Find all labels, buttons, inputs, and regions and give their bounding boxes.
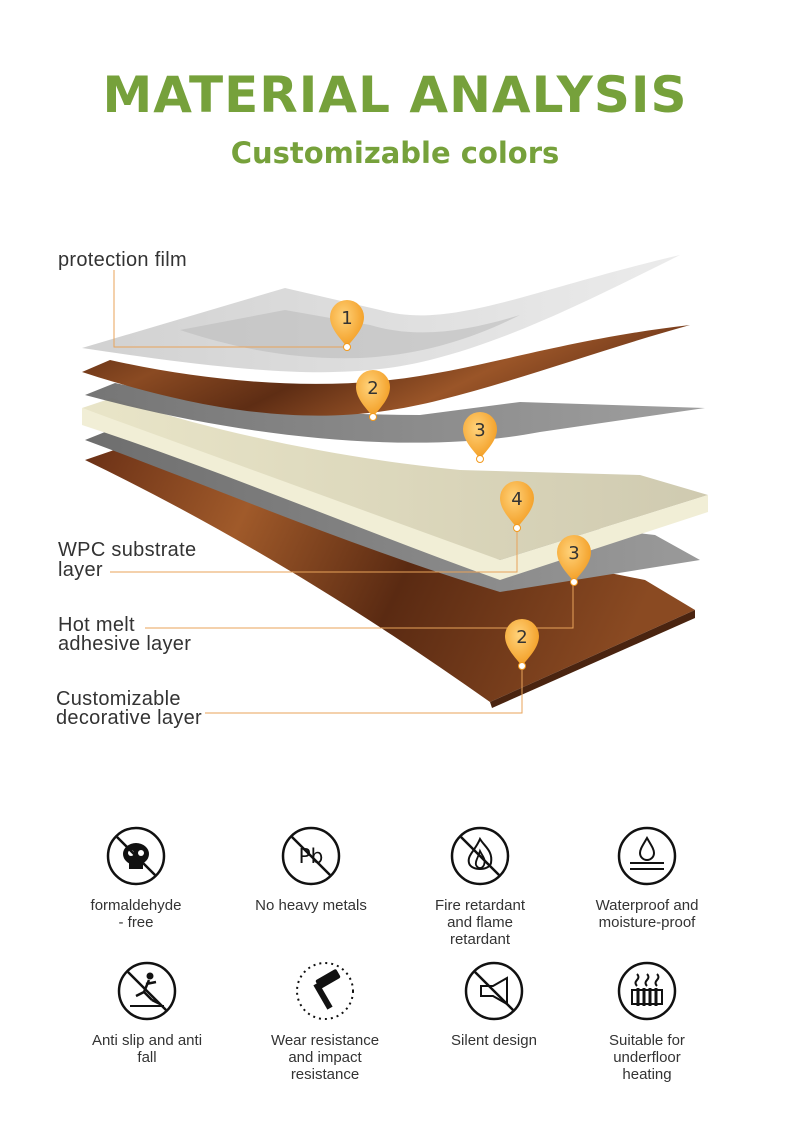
label-protection-film: protection film: [58, 249, 187, 271]
waterproof-icon: [617, 826, 677, 886]
label-wpc-line2: layer: [58, 559, 103, 581]
feature-waterproof: Waterproof and moisture-proof: [562, 825, 732, 931]
svg-text:3: 3: [568, 543, 579, 564]
feature-label: Waterproof and moisture-proof: [595, 897, 699, 931]
feature-formaldehyde-free: formaldehyde - free: [51, 825, 221, 931]
feature-label: Wear resistance and impact resistance: [270, 1032, 380, 1083]
label-decor-line2: decorative layer: [56, 707, 202, 729]
feature-wear-resistance: Wear resistance and impact resistance: [240, 960, 410, 1083]
feature-label: formaldehyde - free: [90, 897, 182, 931]
page-subtitle: Customizable colors: [230, 136, 560, 170]
pin-4: 4: [500, 481, 534, 532]
silent-design-icon: [464, 961, 524, 1021]
feature-label: Suitable for underfloor heating: [609, 1032, 685, 1083]
decorative-layer: [85, 448, 695, 702]
upper-grey-layer: [85, 383, 705, 443]
feature-label: Anti slip and anti fall: [91, 1032, 203, 1066]
pin-2b: 2: [505, 619, 539, 670]
anti-slip-icon: [117, 961, 177, 1021]
pin-2: 2: [356, 370, 390, 421]
pin-3b: 3: [557, 535, 591, 586]
pin-1: 1: [330, 300, 364, 351]
label-hotmelt-line2: adhesive layer: [58, 633, 192, 655]
svg-text:3: 3: [474, 420, 485, 441]
no-heavy-metals-icon: Pb: [281, 826, 341, 886]
feature-fire-retardant: Fire retardant and flame retardant: [395, 825, 565, 948]
feature-label: Fire retardant and flame retardant: [434, 897, 526, 948]
no-formaldehyde-icon: [106, 826, 166, 886]
wpc-substrate: [82, 398, 708, 560]
leader-lines: [110, 270, 574, 714]
feature-label: Silent design: [451, 1032, 537, 1049]
feature-silent-design: Silent design: [409, 960, 579, 1049]
svg-text:2: 2: [367, 378, 378, 399]
page-title: MATERIAL ANALYSIS: [102, 66, 688, 124]
feature-no-heavy-metals: Pb No heavy metals: [226, 825, 396, 914]
pin-3a: 3: [463, 412, 497, 463]
wood-sheet: [82, 325, 690, 416]
label-decor-line1: Customizable: [56, 688, 181, 710]
feature-label: No heavy metals: [255, 897, 367, 914]
label-wpc-line1: WPC substrate: [58, 539, 197, 561]
feature-anti-slip: Anti slip and anti fall: [62, 960, 232, 1066]
svg-text:4: 4: [511, 489, 522, 510]
svg-text:2: 2: [516, 627, 527, 648]
label-hotmelt-line1: Hot melt: [58, 614, 135, 636]
feature-underfloor-heating: Suitable for underfloor heating: [562, 960, 732, 1083]
wear-resistance-icon: [296, 962, 354, 1020]
layer-diagram: 1 2 3 4 3 2: [82, 255, 708, 714]
svg-text:1: 1: [341, 308, 352, 329]
fire-retardant-icon: [450, 826, 510, 886]
features-grid: formaldehyde - free Pb No heavy metals F…: [0, 820, 790, 1120]
underfloor-heating-icon: [617, 961, 677, 1021]
